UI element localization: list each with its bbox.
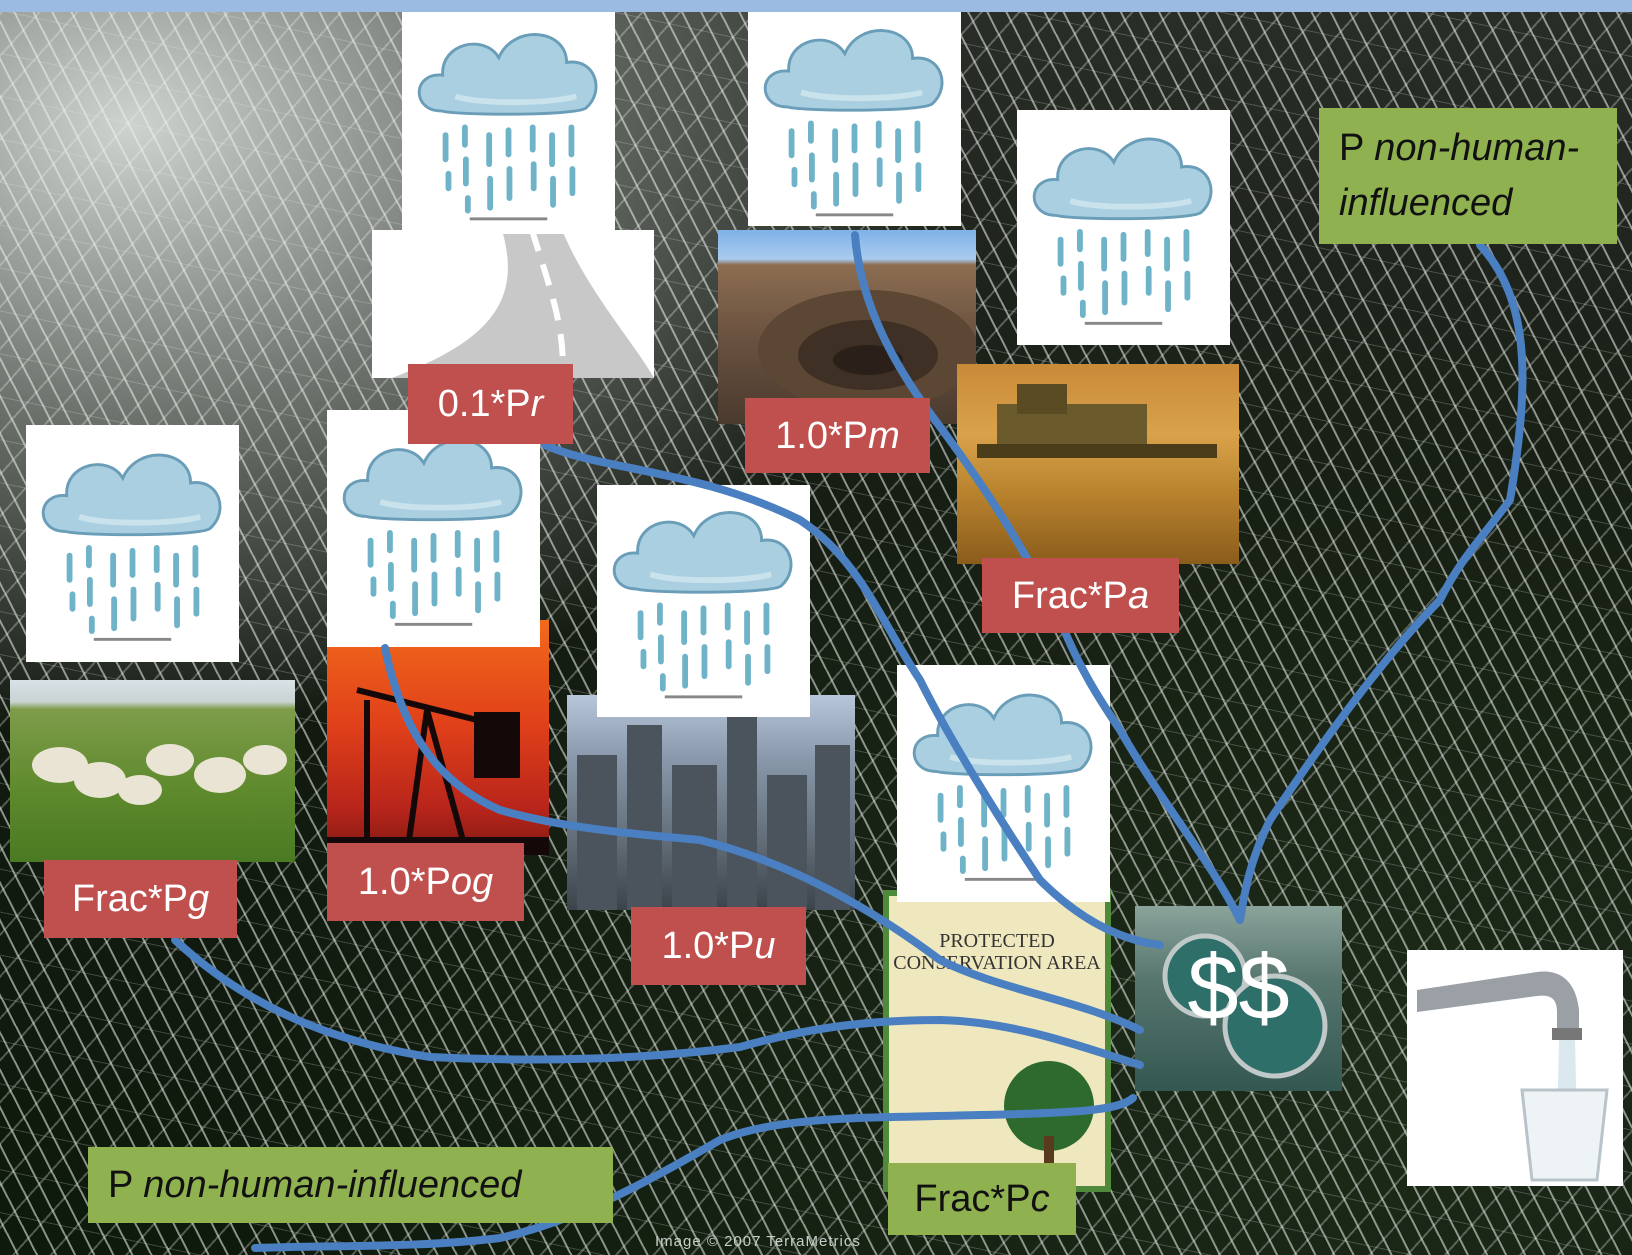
flow-line bbox=[251, 1094, 1137, 1252]
sign-line-2: CONSERVATION AREA bbox=[893, 952, 1101, 974]
top-bar bbox=[0, 0, 1632, 12]
label-nonhuman-top: P non-human- influenced bbox=[1319, 108, 1617, 244]
mine-image bbox=[718, 230, 976, 424]
rain-cloud-icon bbox=[597, 485, 810, 717]
city-image bbox=[567, 695, 855, 910]
sign-line-1: PROTECTED bbox=[939, 930, 1055, 952]
rain-cloud-icon bbox=[327, 410, 540, 647]
harvest-image bbox=[957, 364, 1239, 564]
tap-water-image bbox=[1407, 950, 1623, 1186]
rain-cloud-icon bbox=[1017, 110, 1230, 345]
label-nonhuman-bottom: P non-human-influenced bbox=[88, 1147, 613, 1223]
tree-icon bbox=[1004, 1061, 1094, 1186]
treatment-plant-image: $$ bbox=[1135, 906, 1342, 1091]
faucet-icon bbox=[1417, 971, 1609, 1182]
rain-cloud-icon bbox=[26, 425, 239, 662]
flow-line bbox=[1236, 241, 1527, 924]
flow-line bbox=[171, 936, 1144, 1069]
image-credit: Image © 2007 TerraMetrics bbox=[655, 1233, 861, 1250]
rain-cloud-icon bbox=[748, 12, 961, 226]
pasture-image bbox=[10, 680, 295, 862]
road-image bbox=[372, 230, 654, 378]
flow-line bbox=[541, 441, 1164, 949]
road-icon bbox=[392, 230, 654, 378]
rain-cloud-icon bbox=[402, 12, 615, 234]
flow-line bbox=[381, 644, 1144, 1034]
cost-symbol: $$ bbox=[1187, 937, 1290, 1039]
